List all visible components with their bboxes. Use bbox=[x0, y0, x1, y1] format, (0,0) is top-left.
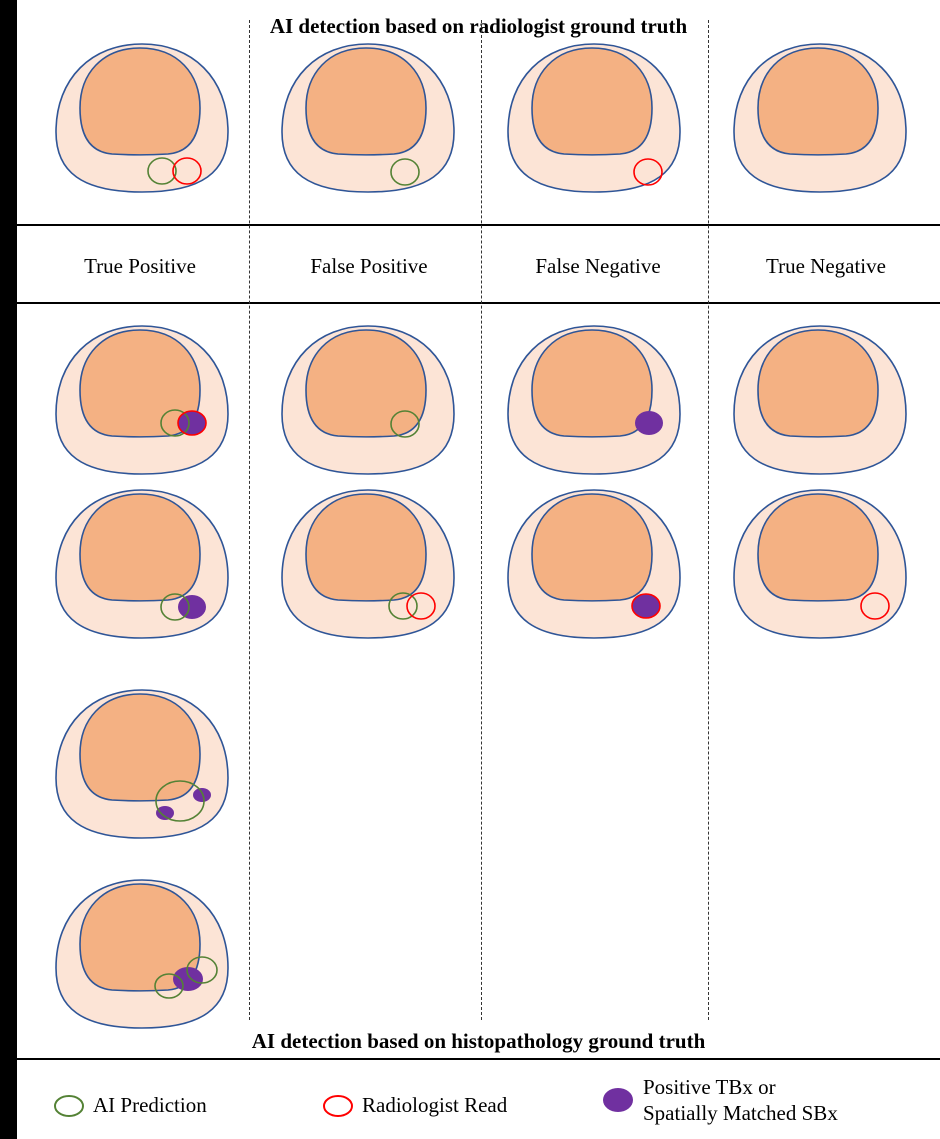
radiologist-read-circle-icon bbox=[322, 1094, 354, 1118]
transition-zone bbox=[306, 330, 426, 437]
column-divider-3 bbox=[708, 20, 709, 1020]
legend-label-biopsy-line1: Positive TBx or bbox=[643, 1075, 776, 1099]
transition-zone bbox=[532, 494, 652, 601]
column-divider-2 bbox=[481, 20, 482, 1020]
diagram-rad-false-negative bbox=[504, 40, 684, 200]
divider-bottom bbox=[17, 1058, 940, 1060]
transition-zone bbox=[306, 494, 426, 601]
transition-zone bbox=[532, 330, 652, 437]
transition-zone bbox=[532, 48, 652, 155]
column-header-false-negative: False Negative bbox=[484, 254, 712, 279]
legend-ai-prediction: AI Prediction bbox=[53, 1093, 207, 1118]
diagram-histo-true-positive-3 bbox=[52, 686, 232, 846]
transition-zone bbox=[80, 494, 200, 601]
biopsy-lesion bbox=[635, 411, 663, 435]
legend-label-biopsy: Positive TBx or Spatially Matched SBx bbox=[643, 1074, 838, 1127]
diagram-histo-false-negative-1 bbox=[504, 322, 684, 482]
biopsy-lesion bbox=[173, 967, 203, 991]
column-header-true-positive: True Positive bbox=[26, 254, 254, 279]
column-header-false-positive: False Positive bbox=[255, 254, 483, 279]
divider-header bbox=[17, 302, 940, 304]
diagram-histo-true-negative-1 bbox=[730, 322, 910, 482]
diagram-histo-true-positive-2 bbox=[52, 486, 232, 646]
diagram-rad-true-positive bbox=[52, 40, 232, 200]
biopsy-lesion bbox=[156, 806, 174, 820]
transition-zone bbox=[80, 48, 200, 155]
biopsy-filled-circle-icon bbox=[601, 1087, 635, 1113]
diagram-histo-true-positive-1 bbox=[52, 322, 232, 482]
divider-top bbox=[17, 224, 940, 226]
diagram-rad-false-positive bbox=[278, 40, 458, 200]
biopsy-lesion bbox=[193, 788, 211, 802]
diagram-histo-true-negative-2 bbox=[730, 486, 910, 646]
diagram-histo-false-positive-2 bbox=[278, 486, 458, 646]
bottom-section-title: AI detection based on histopathology gro… bbox=[17, 1031, 940, 1052]
legend-radiologist-read: Radiologist Read bbox=[322, 1093, 507, 1118]
diagram-histo-false-negative-2 bbox=[504, 486, 684, 646]
legend-label-biopsy-line2: Spatially Matched SBx bbox=[643, 1101, 838, 1125]
transition-zone bbox=[306, 48, 426, 155]
column-header-true-negative: True Negative bbox=[712, 254, 940, 279]
transition-zone bbox=[758, 48, 878, 155]
biopsy-lesion bbox=[178, 595, 206, 619]
diagram-rad-true-negative bbox=[730, 40, 910, 200]
column-divider-1 bbox=[249, 20, 250, 1020]
legend-biopsy: Positive TBx or Spatially Matched SBx bbox=[601, 1074, 838, 1127]
figure-panel: AI detection based on radiologist ground… bbox=[17, 0, 940, 1139]
ai-prediction-circle-icon bbox=[53, 1094, 85, 1118]
legend-label-radiologist-read: Radiologist Read bbox=[362, 1093, 507, 1118]
transition-zone bbox=[758, 330, 878, 437]
transition-zone bbox=[80, 694, 200, 801]
top-section-title: AI detection based on radiologist ground… bbox=[17, 16, 940, 37]
legend-label-ai-prediction: AI Prediction bbox=[93, 1093, 207, 1118]
diagram-histo-true-positive-4 bbox=[52, 876, 232, 1036]
transition-zone bbox=[758, 494, 878, 601]
diagram-histo-false-positive-1 bbox=[278, 322, 458, 482]
